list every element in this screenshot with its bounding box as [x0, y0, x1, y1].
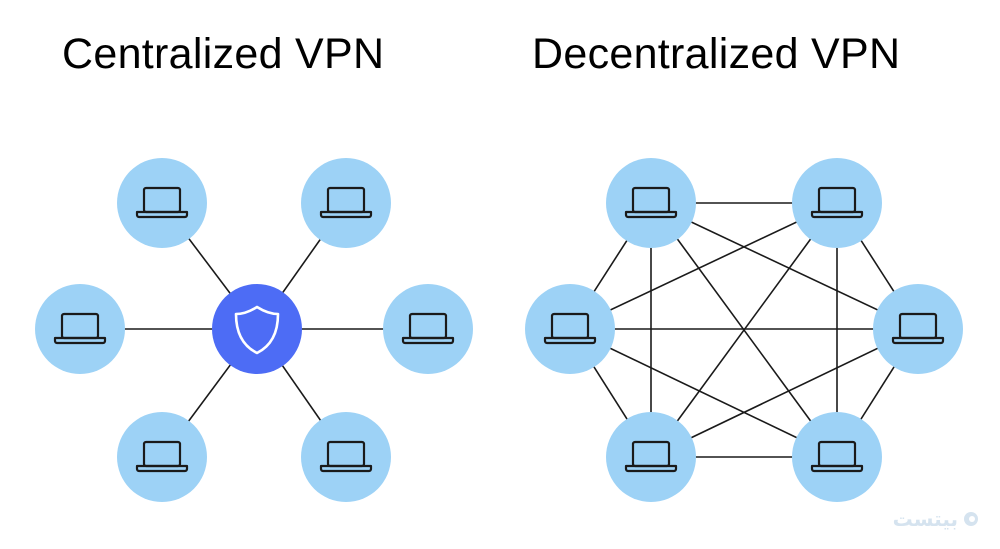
- node-circle: [301, 158, 391, 248]
- centralized-vpn-title: Centralized VPN: [62, 30, 385, 78]
- node-circle: [525, 284, 615, 374]
- node-circle: [873, 284, 963, 374]
- peer-laptop-node: [873, 284, 963, 374]
- client-laptop-node: [117, 158, 207, 248]
- client-laptop-node: [35, 284, 125, 374]
- mesh-edge: [569, 202, 838, 330]
- laptop-icon: [543, 312, 597, 345]
- laptop-icon: [810, 440, 864, 473]
- mesh-edge: [569, 328, 838, 458]
- node-circle: [383, 284, 473, 374]
- peer-laptop-node: [606, 158, 696, 248]
- centralized-nodes: [35, 158, 473, 502]
- shield-icon: [234, 305, 280, 355]
- node-circle: [301, 412, 391, 502]
- decentralized-nodes: [525, 158, 963, 502]
- mesh-edge: [650, 328, 919, 458]
- laptop-icon: [319, 186, 373, 219]
- laptop-icon: [401, 312, 455, 345]
- watermark-text: بیتست: [892, 507, 958, 531]
- node-circle: [117, 158, 207, 248]
- peer-laptop-node: [606, 412, 696, 502]
- mesh-edge: [650, 202, 919, 330]
- decentralized-vpn-title: Decentralized VPN: [532, 30, 901, 78]
- node-circle: [792, 158, 882, 248]
- peer-laptop-node: [792, 158, 882, 248]
- client-laptop-node: [117, 412, 207, 502]
- hub-circle: [212, 284, 302, 374]
- laptop-icon: [891, 312, 945, 345]
- laptop-icon: [319, 440, 373, 473]
- client-laptop-node: [301, 158, 391, 248]
- mesh-edge: [650, 202, 838, 458]
- laptop-icon: [53, 312, 107, 345]
- decentralized-edges: [569, 202, 919, 458]
- laptop-icon: [624, 440, 678, 473]
- peer-laptop-node: [792, 412, 882, 502]
- node-circle: [792, 412, 882, 502]
- client-laptop-node: [383, 284, 473, 374]
- node-circle: [606, 412, 696, 502]
- client-laptop-node: [301, 412, 391, 502]
- laptop-icon: [135, 186, 189, 219]
- laptop-icon: [135, 440, 189, 473]
- node-circle: [606, 158, 696, 248]
- site-watermark: بیتست: [893, 507, 978, 531]
- laptop-icon: [810, 186, 864, 219]
- laptop-icon: [624, 186, 678, 219]
- node-circle: [35, 284, 125, 374]
- vpn-server-hub: [212, 284, 302, 374]
- peer-laptop-node: [525, 284, 615, 374]
- watermark-logo-icon: [964, 512, 978, 526]
- node-circle: [117, 412, 207, 502]
